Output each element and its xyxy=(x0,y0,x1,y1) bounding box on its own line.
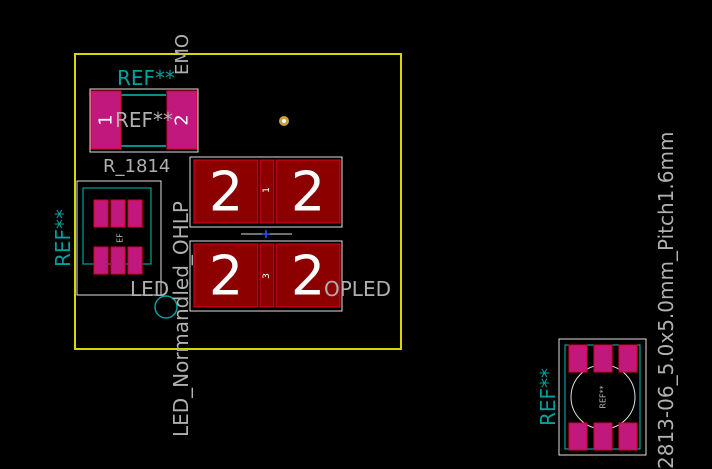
resistor-footprint[interactable]: 1 2 REF** REF** R_1814 xyxy=(89,66,199,177)
right-footprint-courtyard xyxy=(558,338,647,456)
board-outline[interactable] xyxy=(74,53,402,350)
led-array-footprint[interactable]: 2 2 2 2 1 3 xyxy=(189,156,343,312)
right-pad-3[interactable] xyxy=(618,344,638,373)
resistor-courtyard xyxy=(89,88,199,153)
right-pad-4[interactable] xyxy=(568,422,588,451)
left-footprint[interactable]: EF REF** xyxy=(51,180,162,296)
left-pad-6[interactable] xyxy=(127,246,143,275)
led-pad-label-0: 2 xyxy=(209,161,243,224)
rotated-long-text[interactable]: LED_Normandled_OHLP xyxy=(169,201,193,437)
right-footprint[interactable]: REF** REF** 2813-06_5.0x5.0mm_Pitch1.6mm xyxy=(536,132,678,469)
resistor-value[interactable]: R_1814 xyxy=(103,156,170,177)
led-courtyard-top xyxy=(189,156,343,228)
led-pad-top-left[interactable] xyxy=(193,159,259,224)
polarity-marker xyxy=(154,295,178,319)
left-pad-1[interactable] xyxy=(93,199,109,228)
led-small-pad-top[interactable] xyxy=(259,159,275,224)
resistor-ref-fab: REF** xyxy=(115,108,173,132)
right-pad-1[interactable] xyxy=(568,344,588,373)
right-ref-fab: REF** xyxy=(599,385,608,408)
left-pad-2[interactable] xyxy=(110,199,126,228)
right-ref-silk[interactable]: REF** xyxy=(536,368,560,426)
right-pad-2[interactable] xyxy=(593,344,613,373)
resistor-pad-2[interactable] xyxy=(166,90,198,150)
resistor-ref-silk[interactable]: REF** xyxy=(117,66,175,90)
led-small-label-bottom: 3 xyxy=(262,273,272,279)
resistor-pad-1[interactable] xyxy=(90,90,122,150)
rotated-top-text: EMO xyxy=(172,34,193,75)
led-pad-label-1: 2 xyxy=(291,161,325,224)
right-pad-6[interactable] xyxy=(618,422,638,451)
led-pad-bottom-left[interactable] xyxy=(193,243,259,308)
left-pad-4[interactable] xyxy=(93,246,109,275)
led-fab-text-left: LED xyxy=(130,277,169,301)
left-ref-fab: EF xyxy=(116,233,125,243)
right-value[interactable]: 2813-06_5.0x5.0mm_Pitch1.6mm xyxy=(654,132,678,469)
led-courtyard-bottom xyxy=(189,240,343,312)
left-pad-3[interactable] xyxy=(127,199,143,228)
led-small-pad-bottom[interactable] xyxy=(259,243,275,308)
led-pad-label-3: 2 xyxy=(291,245,325,308)
resistor-pad-2-label: 2 xyxy=(172,114,193,125)
led-small-label-top: 1 xyxy=(262,187,272,193)
drill-hole-center xyxy=(282,119,286,123)
left-footprint-courtyard xyxy=(76,180,162,296)
led-pad-bottom-right[interactable] xyxy=(275,243,341,308)
led-pad-top-right[interactable] xyxy=(275,159,341,224)
right-pad-5[interactable] xyxy=(593,422,613,451)
left-ref-silk[interactable]: REF** xyxy=(51,209,75,267)
left-pad-5[interactable] xyxy=(110,246,126,275)
led-fab-text-right: OPLED xyxy=(324,277,391,301)
resistor-pad-1-label: 1 xyxy=(96,114,117,125)
led-pad-label-2: 2 xyxy=(209,245,243,308)
